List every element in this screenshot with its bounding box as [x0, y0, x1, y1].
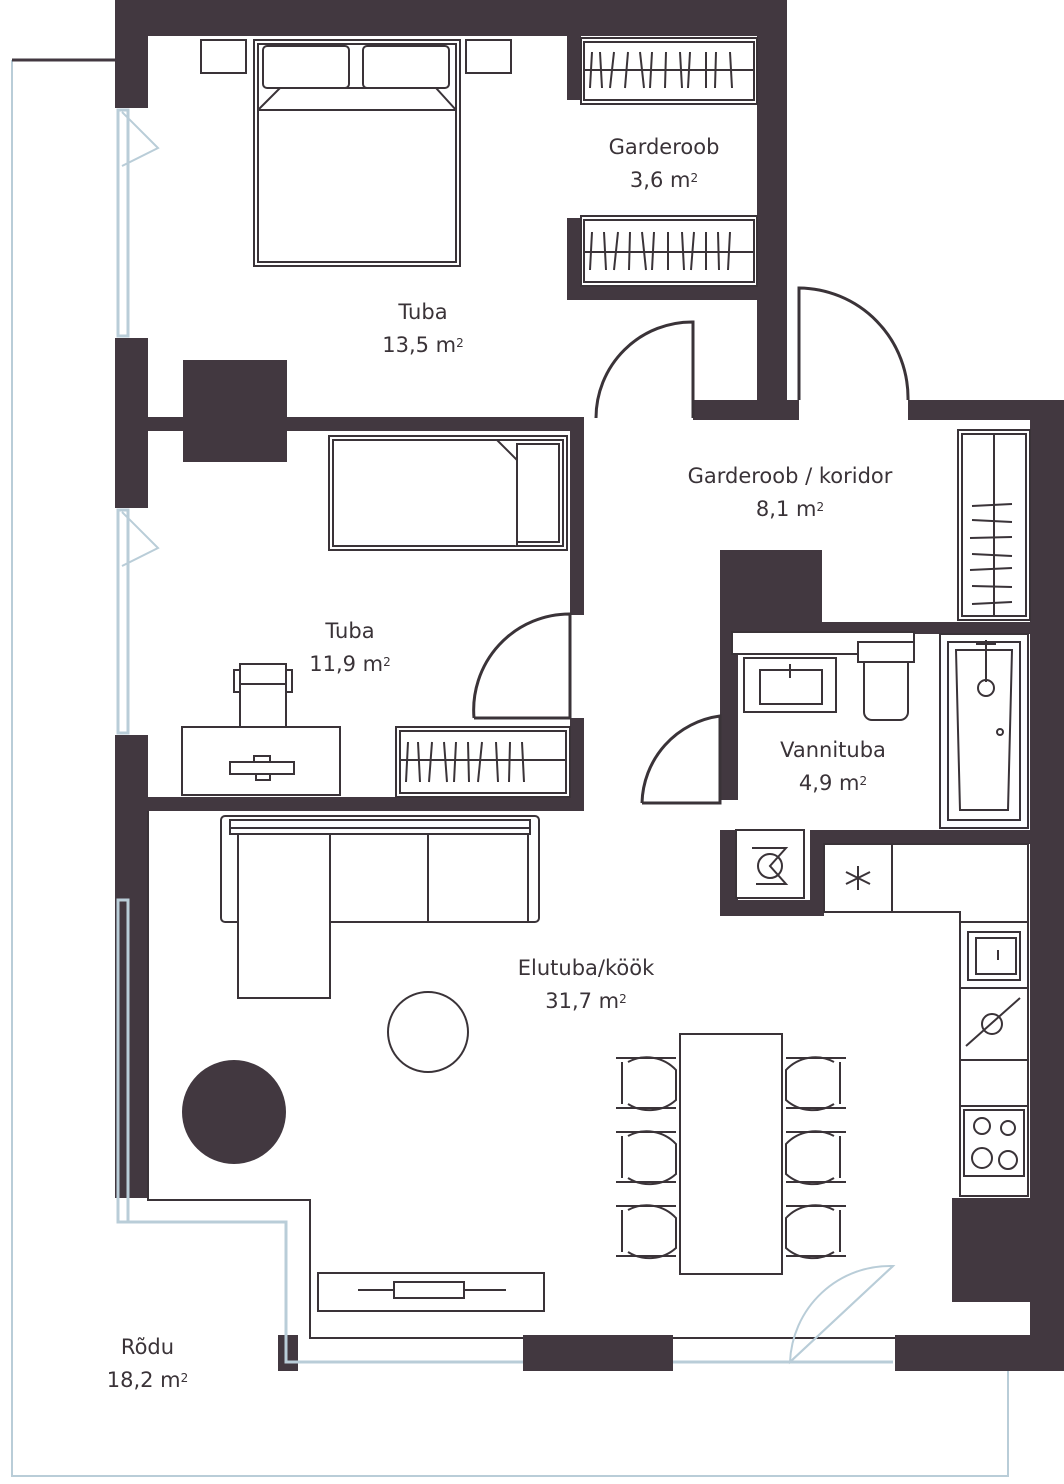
room-label-tuba-1: Tuba 13,5 m2 — [323, 296, 523, 362]
balcony-door-icon — [788, 1264, 896, 1365]
room-name: Garderoob — [608, 135, 720, 159]
windows — [116, 108, 893, 1364]
single-bed-icon — [328, 435, 568, 551]
room-area: 11,9 m2 — [309, 652, 391, 676]
room-name: Tuba — [398, 300, 448, 324]
walls — [115, 0, 1064, 1371]
room-area: 4,9 m2 — [798, 771, 868, 795]
door-swing-icon — [472, 286, 910, 805]
desk-icon — [181, 726, 341, 796]
plant-icon — [182, 1060, 286, 1164]
washing-machine-icon — [735, 829, 805, 899]
fridge-icon — [823, 843, 893, 913]
wardrobe-icon — [580, 37, 758, 287]
room-label-garderoob: Garderoob 3,6 m2 — [564, 131, 764, 197]
room-name: Garderoob / koridor — [687, 464, 893, 488]
room-label-garderoob-koridor: Garderoob / koridor 8,1 m2 — [650, 460, 930, 526]
room-label-tuba-2: Tuba 11,9 m2 — [250, 615, 450, 681]
wardrobe-icon — [395, 726, 571, 798]
bed-icon — [200, 39, 512, 267]
room-area: 3,6 m2 — [629, 168, 699, 192]
tv-stand-icon — [317, 1272, 545, 1312]
chair-icon — [233, 663, 293, 729]
stove-icon — [963, 1109, 1025, 1177]
room-label-rodu: Rõdu 18,2 m2 — [60, 1331, 235, 1397]
dining-table-icon — [679, 1033, 783, 1275]
sofa-icon — [220, 815, 540, 999]
room-label-elutuba-kook: Elutuba/köök 31,7 m2 — [486, 952, 686, 1018]
room-area: 8,1 m2 — [755, 497, 825, 521]
round-table-icon — [387, 991, 469, 1073]
room-name: Elutuba/köök — [517, 956, 655, 980]
room-area: 13,5 m2 — [382, 333, 464, 357]
bathtub-icon — [939, 633, 1029, 829]
kitchen-counter — [891, 843, 1029, 1197]
toilet-icon — [857, 641, 915, 721]
room-name: Rõdu — [120, 1335, 175, 1359]
chair-icon — [616, 1056, 846, 1260]
room-name: Vannituba — [780, 738, 886, 762]
room-area: 18,2 m2 — [106, 1368, 189, 1392]
corridor-wardrobe-icon — [957, 429, 1031, 621]
room-label-vannituba: Vannituba 4,9 m2 — [733, 734, 933, 800]
window-icon — [121, 111, 160, 567]
room-area: 31,7 m2 — [545, 989, 627, 1013]
balcony-outline — [11, 60, 1009, 1477]
room-name: Tuba — [325, 619, 375, 643]
